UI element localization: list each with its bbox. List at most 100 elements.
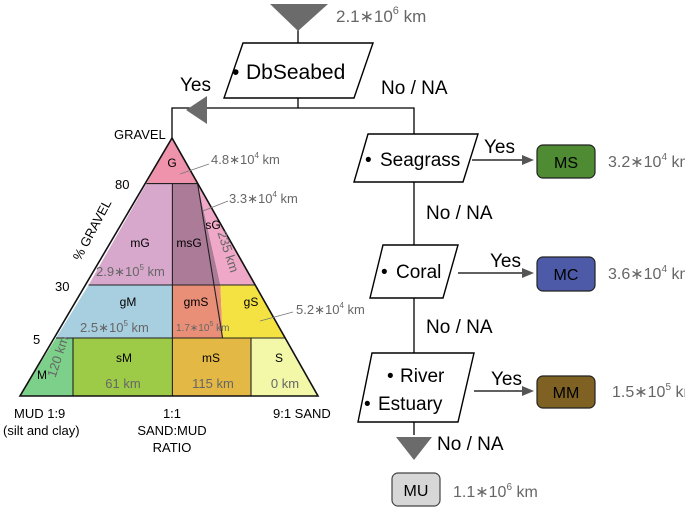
class-mG-label: mG (130, 236, 149, 250)
class-gM-value: 2.5∗105 km (80, 319, 149, 335)
output-mm: MM 1.5∗105 km (536, 375, 685, 409)
corner-mud-label: MUD 1:9 (14, 406, 65, 421)
edge-label-yes-coral: Yes (490, 251, 521, 272)
output-mu: MU 1.1∗106 km (391, 472, 538, 507)
triangle-apex-label: GRAVEL (114, 127, 166, 142)
class-mS-label: mS (202, 351, 220, 365)
node-river-bullet: • (387, 366, 394, 387)
class-gmS-label: gmS (184, 295, 209, 309)
class-msG (172, 183, 221, 285)
triangle-outline (18, 136, 320, 397)
yes-branch-arrow-icon (186, 96, 207, 124)
tick-5: 5 (33, 332, 40, 347)
output-funnel-icon (396, 437, 432, 460)
output-mu-label: MU (404, 483, 429, 500)
output-mc-value: 3.6∗104 km (608, 264, 685, 283)
class-S (251, 338, 318, 396)
output-mc-label: MC (554, 267, 579, 284)
node-dbseabed-bullet: • (232, 61, 239, 84)
class-M (20, 338, 73, 396)
edge-label-yes-dbseabed: Yes (180, 75, 211, 96)
tick-30: 30 (55, 279, 69, 294)
class-msG-label: msG (176, 236, 201, 250)
edge-label-no-coral: No / NA (426, 317, 493, 338)
node-coral-label: Coral (396, 262, 441, 283)
leader-G (179, 163, 210, 175)
class-gS-label: gS (244, 295, 259, 309)
output-mc-box (536, 256, 596, 292)
class-mG-value: 2.9∗105 km (96, 263, 165, 279)
node-coral-bullet: • (381, 262, 388, 283)
output-mu-box (391, 472, 441, 507)
corner-sand-label: 9:1 SAND (273, 406, 331, 421)
class-mG (88, 183, 173, 285)
edge-label-yes-seagrass: Yes (484, 137, 515, 158)
node-coral: • Coral (369, 244, 459, 299)
corner-mud-sub-label: (silt and clay) (3, 423, 80, 438)
class-G-label: G (167, 156, 176, 170)
edge-split-branches (171, 107, 415, 138)
connectors (171, 30, 525, 435)
gravel-sand-mud-triangle: G mG msG sG gM gmS gS M sM mS S 2.9∗105 … (3, 127, 365, 455)
node-dbseabed-label: DbSeabed (246, 61, 345, 84)
node-seagrass-shape (353, 133, 479, 183)
output-mm-value: 1.5∗105 km (612, 382, 685, 401)
ratio-1to1-label: 1:1 (163, 406, 181, 421)
node-dbseabed: • DbSeabed (223, 42, 374, 99)
tick-80: 80 (115, 177, 129, 192)
node-coral-shape (369, 244, 459, 299)
class-gM-label: gM (120, 295, 137, 309)
output-ms-box (536, 144, 596, 179)
output-mm-box (536, 375, 596, 409)
output-ms-value: 3.2∗104 km (608, 152, 685, 171)
class-gmS-value: 1.7∗105 km (176, 321, 229, 334)
class-G-value: 4.8∗104 km (211, 151, 280, 167)
output-mm-label: MM (553, 385, 580, 402)
class-S-label: S (275, 351, 283, 365)
output-ms-label: MS (554, 155, 578, 172)
ratio-word-label: RATIO (153, 440, 192, 455)
node-river-estuary: • River • Estuary (357, 352, 475, 423)
arrowhead-mm (522, 386, 534, 396)
class-sM (73, 338, 173, 396)
class-gM (56, 285, 173, 338)
class-sM-label: sM (116, 351, 132, 365)
edge-label-yes-river: Yes (491, 369, 522, 390)
class-gS-value: 5.2∗104 km (296, 301, 365, 317)
node-seagrass: • Seagrass (353, 133, 479, 183)
class-sM-value: 61 km (105, 376, 140, 391)
leader-gS (259, 311, 294, 322)
class-gmS (172, 285, 223, 338)
output-mc: MC 3.6∗104 km (536, 256, 685, 292)
node-river-label: River (400, 366, 445, 387)
output-ms: MS 3.2∗104 km (536, 144, 685, 179)
class-mS-value: 115 km (192, 376, 234, 391)
class-sG-label: sG (205, 218, 220, 232)
edge-label-no-river: No / NA (437, 434, 504, 455)
class-S-value: 0 km (271, 376, 299, 391)
edge-label-no-dbseabed: No / NA (381, 78, 448, 99)
edge-label-no-seagrass: No / NA (426, 203, 493, 224)
node-seagrass-bullet: • (365, 150, 372, 171)
node-estuary-label: Estuary (378, 394, 443, 415)
ratio-sandmud-label: SAND:MUD (137, 423, 206, 438)
value-leaders (179, 163, 294, 322)
node-seagrass-label: Seagrass (380, 150, 460, 171)
triangle-boundaries (56, 183, 285, 396)
class-mS (172, 338, 251, 396)
node-estuary-bullet: • (364, 394, 371, 415)
output-mu-value: 1.1∗106 km (453, 482, 538, 501)
arrowhead-mc (522, 268, 534, 278)
class-sG-value: 3.3∗104 km (229, 190, 298, 206)
input-funnel-icon (270, 4, 328, 31)
input-total-value: 2.1∗106 km (336, 5, 426, 26)
arrowheads (522, 155, 534, 396)
node-dbseabed-shape (223, 42, 374, 99)
arrowhead-ms (522, 155, 534, 165)
class-gS (220, 285, 285, 338)
leader-sG (202, 200, 229, 212)
class-M-label: M (37, 368, 47, 382)
boundary-sand-gravel (197, 183, 224, 339)
node-river-estuary-shape (357, 352, 475, 423)
